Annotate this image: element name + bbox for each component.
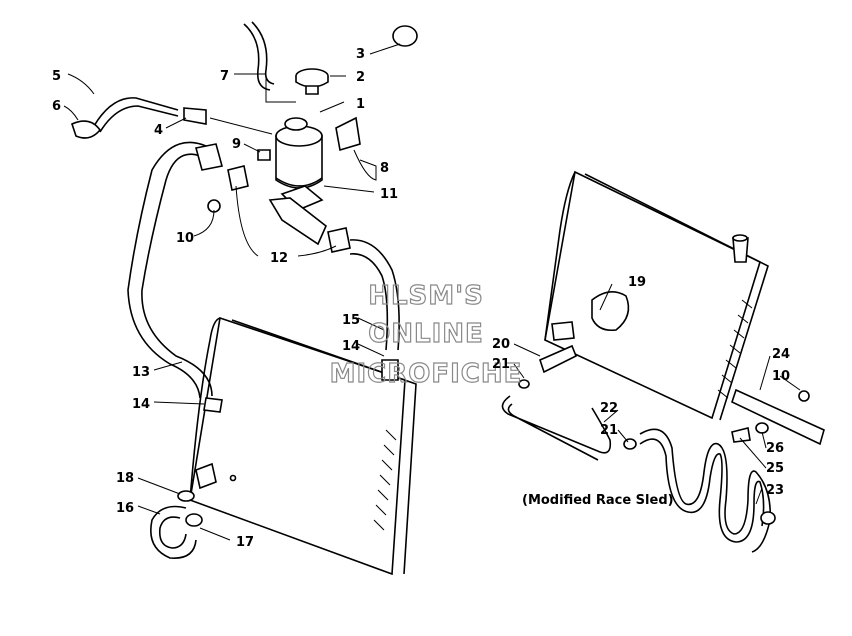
watermark-line-2: ONLINE [368,319,484,349]
callout-15: 15 [342,313,360,328]
coiled-hose [639,428,772,553]
watermark-line-3: MICROFICHE [330,359,523,389]
callout-16: 16 [116,501,134,516]
callout-21-right: 21 [600,423,618,438]
upper-radiator-hose [127,141,223,399]
callout-18: 18 [116,471,134,486]
nut-24 [798,390,810,402]
lower-radiator-hose [150,462,217,559]
elbow-fitting [551,321,575,341]
bolt-25 [731,427,751,443]
vent-hose-assembly [71,97,273,139]
callout-3: 3 [356,47,365,62]
callout-25: 25 [766,461,784,476]
race-sled-hose [501,395,612,461]
hose-clamp-14 [203,397,223,413]
callout-4: 4 [154,123,163,138]
watermark-line-1: HLSM'S [368,281,484,311]
callout-19: 19 [628,275,646,290]
callout-13: 13 [132,365,150,380]
callout-6: 6 [52,99,61,114]
callout-12: 12 [270,251,288,266]
hose-fitting [381,359,399,381]
callout-labels: 1 2 3 4 5 6 7 8 9 10 10 11 12 13 14 14 1… [52,47,790,550]
radiator-bracket [731,388,825,446]
bleeder-fitting [539,344,578,374]
washer [518,379,530,389]
callout-10-right: 10 [772,369,790,384]
callout-22: 22 [600,401,618,416]
callout-21-left: 21 [492,357,510,372]
race-sled-caption: (Modified Race Sled) [522,493,674,508]
callout-20: 20 [492,337,510,352]
callout-26: 26 [766,441,784,456]
washer-26 [755,422,769,434]
callout-14-center: 14 [342,339,360,354]
lower-reservoir-hose [349,239,400,351]
hose-clamp-lower [327,227,351,253]
callout-17: 17 [236,535,254,550]
callout-23: 23 [766,483,784,498]
screw [257,149,271,161]
leader-lines [63,43,801,541]
hose-clamp-ring [392,25,418,47]
hose-clamp-21 [623,438,637,450]
hose-clamp-upper [227,165,249,191]
callout-14-left: 14 [132,397,150,412]
callout-11: 11 [380,187,398,202]
overflow-hose [243,21,275,91]
watermark: HLSM'S ONLINE MICROFICHE [329,280,523,389]
callout-9: 9 [232,137,241,152]
drain-cap [591,291,630,332]
callout-10-left: 10 [176,231,194,246]
radiator-cap [295,68,329,95]
callout-24: 24 [772,347,790,362]
mounting-bracket [335,116,361,152]
callout-5: 5 [52,69,61,84]
callout-8: 8 [380,161,389,176]
right-radiator [544,170,769,421]
coolant-reservoir [268,117,327,246]
callout-1: 1 [356,97,365,112]
left-radiator [189,316,417,576]
callout-2: 2 [356,70,365,85]
callout-7: 7 [220,69,229,84]
